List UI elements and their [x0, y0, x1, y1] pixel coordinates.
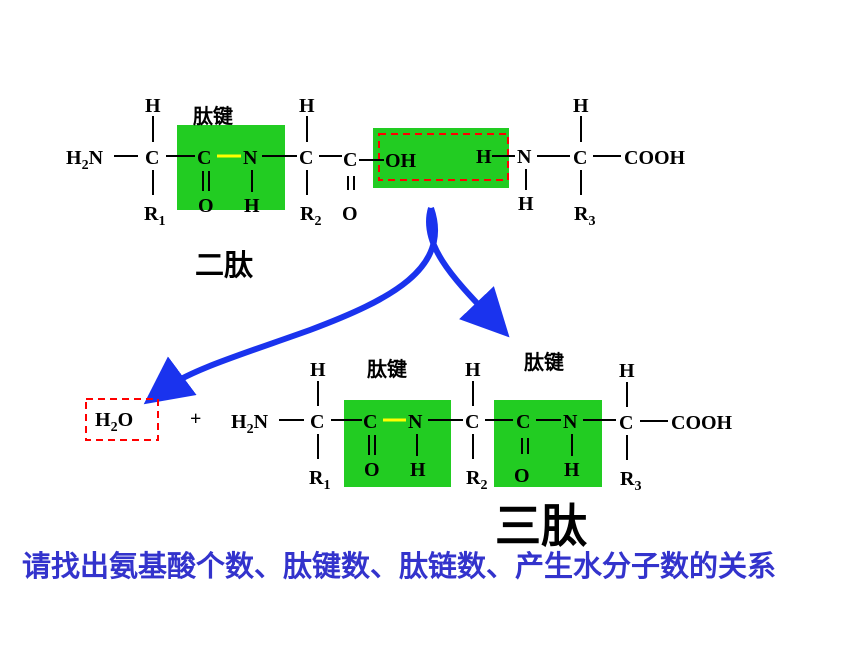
- r2-group: R2: [300, 203, 321, 229]
- tripeptide-label: 三肽: [495, 499, 588, 553]
- arrow-to-tripeptide: [426, 207, 510, 338]
- r3-group: R3: [574, 203, 595, 229]
- amide-hydrogen-1: H: [410, 459, 426, 481]
- alpha-carbon-2: C: [299, 147, 313, 169]
- amide-hydrogen-1: H: [244, 195, 260, 217]
- amide-nitrogen-1: N: [243, 147, 258, 169]
- water-formula: H2O: [95, 409, 133, 435]
- alpha-carbon-2-h: H: [465, 359, 481, 381]
- r1-group: R1: [309, 467, 330, 493]
- r1-group: R1: [144, 203, 165, 229]
- alpha-carbon-1-h: H: [145, 95, 161, 117]
- tripeptide-structure: 肽键 肽键 H2N H C R1 C O N H H C R2 C O: [231, 350, 733, 553]
- peptide-bond-highlight-2: [494, 400, 602, 487]
- water-molecule: H2O: [85, 398, 159, 441]
- dipeptide-label: 二肽: [195, 248, 254, 282]
- amino-nitrogen-3-h: H: [518, 193, 534, 215]
- hydroxyl-group: OH: [385, 150, 417, 172]
- carbonyl-oxygen-1: O: [198, 195, 214, 217]
- arrow-to-water: [143, 207, 439, 405]
- r3-group: R3: [620, 468, 641, 494]
- r2-group: R2: [466, 467, 487, 493]
- carboxyl-oxygen: O: [342, 203, 358, 225]
- question-text: 请找出氨基酸个数、肽键数、肽链数、产生水分子数的关系: [22, 549, 777, 583]
- peptide-bond-label-2: 肽键: [524, 350, 564, 374]
- carboxyl-carbon: C: [343, 149, 357, 171]
- amide-nitrogen-1: N: [408, 411, 423, 433]
- peptide-bond-highlight-1: [344, 400, 451, 487]
- peptide-bond-label: 肽键: [193, 104, 233, 128]
- alpha-carbon-1-h: H: [310, 359, 326, 381]
- amide-hydrogen-2: H: [564, 459, 580, 481]
- water-removal-dashed-box: [378, 133, 509, 181]
- peptide-bond-label-1: 肽键: [367, 357, 407, 381]
- dehydration-highlight: [373, 128, 509, 188]
- amino-nitrogen-3: N: [517, 146, 532, 168]
- carbonyl-oxygen-2: O: [514, 465, 530, 487]
- alpha-carbon-3-h: H: [573, 95, 589, 117]
- alpha-carbon-1: C: [310, 411, 324, 433]
- amino-group: H2N: [231, 411, 269, 437]
- amide-nitrogen-2: N: [563, 411, 578, 433]
- amino-group: H2N: [66, 147, 104, 173]
- dipeptide-structure: 肽键 H2N H C R1 C O N H H C R2 C O: [66, 95, 686, 282]
- plus-sign: +: [190, 408, 201, 430]
- alpha-carbon-1: C: [145, 147, 159, 169]
- carbonyl-carbon-1: C: [197, 147, 211, 169]
- carbonyl-oxygen-1: O: [364, 459, 380, 481]
- alpha-carbon-3: C: [619, 412, 633, 434]
- carbonyl-carbon-1: C: [363, 411, 377, 433]
- carboxyl-group: COOH: [671, 412, 733, 434]
- peptide-bond-highlight: [177, 125, 285, 210]
- alpha-carbon-2-h: H: [299, 95, 315, 117]
- carboxyl-group: COOH: [624, 147, 686, 169]
- water-dashed-box: [85, 398, 159, 441]
- alpha-carbon-3: C: [573, 147, 587, 169]
- alpha-carbon-2: C: [465, 411, 479, 433]
- amino-hydrogen: H: [476, 146, 492, 168]
- carbonyl-carbon-2: C: [516, 411, 530, 433]
- alpha-carbon-3-h: H: [619, 360, 635, 382]
